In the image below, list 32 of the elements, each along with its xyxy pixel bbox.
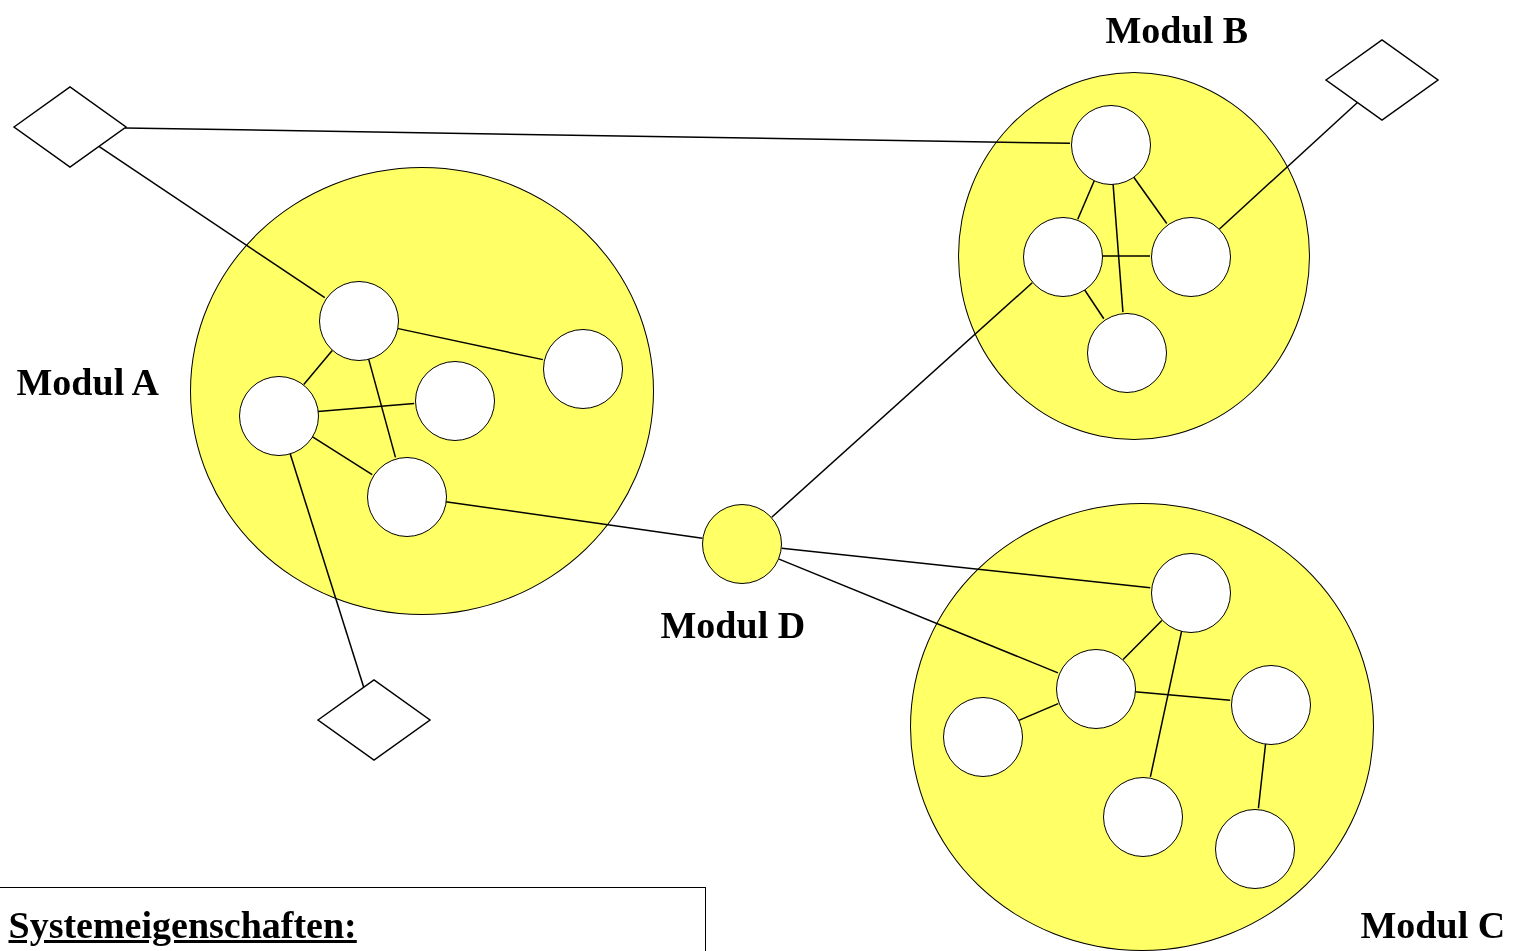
connector-line: [1083, 288, 1105, 320]
connector-line: [1101, 255, 1151, 257]
module-label: Modul C: [1360, 905, 1506, 944]
connector-line: [289, 452, 365, 689]
connector-line: [311, 435, 373, 476]
connector-line: [396, 327, 544, 361]
connector-line: [778, 558, 1059, 674]
module-label: Modul D: [660, 605, 806, 644]
connector-line: [1122, 619, 1163, 661]
connector-line: [1134, 690, 1231, 702]
connector-line: [367, 357, 397, 459]
module-label: Modul A: [16, 362, 160, 401]
box-heading: Systemeigenschaften:: [8, 905, 357, 944]
properties-box: [0, 887, 706, 951]
connector-line: [1257, 743, 1267, 809]
connector-line: [1077, 180, 1095, 220]
connector-line: [303, 349, 333, 386]
connector-line: [1132, 175, 1168, 225]
connector-line: [1018, 702, 1059, 722]
connector-line: [124, 127, 1071, 145]
interface-diamond: [14, 87, 126, 167]
interface-diamond: [1326, 40, 1438, 120]
connector-line: [781, 547, 1151, 589]
connector-line: [771, 282, 1033, 518]
connector-line: [1149, 630, 1183, 778]
connector-line: [317, 402, 415, 413]
connector-line: [98, 145, 326, 299]
interface-diamond: [318, 680, 430, 760]
connector-line: [1112, 183, 1124, 313]
connector-line: [1218, 101, 1359, 230]
module-label: Modul B: [1105, 10, 1249, 49]
connector-line: [444, 500, 704, 540]
